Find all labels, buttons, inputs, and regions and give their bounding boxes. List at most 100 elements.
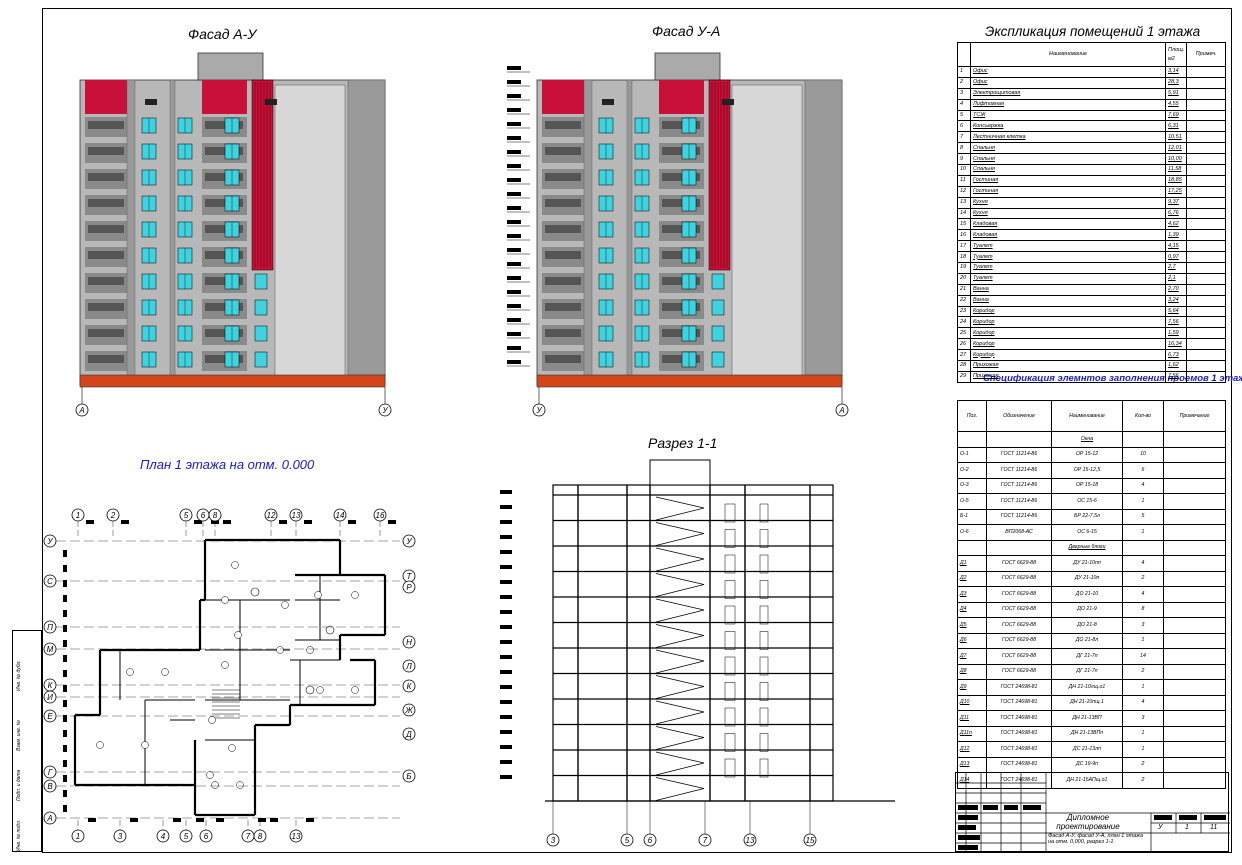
axis-label: 13 — [292, 511, 301, 520]
dim-tick — [63, 580, 67, 587]
spec-cell — [1163, 539, 1226, 556]
spec-note — [1163, 632, 1226, 649]
axis-label: Т — [407, 572, 413, 581]
spec-name: ДО 21-10 — [1051, 586, 1123, 603]
red-panel — [251, 79, 274, 271]
axis-label: 14 — [336, 511, 345, 520]
header-name: Наименование — [970, 42, 1166, 67]
room-note — [1186, 240, 1226, 253]
spec-name: ОР 15-12 — [1051, 446, 1123, 463]
spec-note — [1163, 586, 1226, 603]
axis-bubble — [402, 703, 416, 717]
row-number: 23 — [957, 305, 971, 318]
level-mark — [500, 505, 512, 509]
axis-label: В — [47, 782, 53, 791]
spec-name: ОР 15-12,5 — [1051, 462, 1123, 479]
room-name: Лифтовная — [970, 98, 1166, 111]
axis-label: 3 — [551, 836, 556, 845]
room-note — [1186, 349, 1226, 362]
door-opening — [724, 605, 736, 625]
axis-bubble — [156, 829, 170, 843]
axis-label: Б — [406, 772, 411, 781]
axis-bubble — [113, 829, 127, 843]
room-area: 2,1 — [1164, 272, 1188, 285]
room-name: Коридор — [970, 338, 1166, 351]
spec-code: ГОСТ 11214-86 — [986, 508, 1052, 525]
room-area: 12,01 — [1164, 142, 1188, 155]
level-mark — [507, 94, 521, 98]
spec-cell — [1122, 431, 1164, 448]
spec-note — [1163, 601, 1226, 618]
spec-note — [1163, 462, 1226, 479]
room-note — [1186, 272, 1226, 285]
axis-label: А — [78, 406, 84, 415]
door-opening — [759, 758, 769, 778]
row-number: 2 — [957, 76, 971, 89]
axis-bubble — [402, 727, 416, 741]
room-note — [1186, 66, 1226, 78]
dim-tick — [279, 520, 287, 524]
door-opening — [724, 529, 736, 548]
room-note — [1186, 327, 1226, 340]
axis-bubble — [743, 833, 757, 847]
axis-bubble — [546, 833, 560, 847]
axis-label: 2 — [110, 511, 116, 520]
stair-flight — [655, 624, 705, 648]
header-code: Обозначение — [986, 400, 1052, 432]
header-note: Примечание — [1163, 400, 1226, 432]
roof-accent — [659, 80, 704, 114]
spec-code: ГОСТ 24698-81 — [986, 710, 1052, 727]
spec-code: ГОСТ 11214-86 — [986, 493, 1052, 510]
balcony-rail — [545, 199, 581, 207]
row-number: 1 — [957, 66, 971, 78]
room-note — [1186, 229, 1226, 242]
row-number: 26 — [957, 338, 971, 351]
dim-tick — [63, 700, 67, 707]
axis-label: 13 — [292, 832, 301, 841]
axis-bubble — [402, 769, 416, 783]
roof-accent — [85, 80, 127, 114]
axis-label: Е — [47, 712, 53, 721]
level-mark — [500, 730, 512, 734]
room-name: Гостиная — [970, 174, 1166, 187]
spec-code: ГОСТ 6629-88 — [986, 601, 1052, 618]
door-opening — [759, 733, 769, 752]
dim-tick — [63, 595, 67, 602]
spec-note — [1163, 493, 1226, 510]
room-name: Электрощитовая — [970, 87, 1166, 100]
stair-flight — [655, 573, 705, 597]
room-area: 7,56 — [1164, 370, 1188, 383]
room-note — [1186, 131, 1226, 144]
balcony-rail — [662, 355, 700, 363]
pilaster — [583, 79, 593, 381]
axis-label: П — [47, 623, 53, 632]
dim-tick — [63, 640, 67, 647]
dim-tick — [63, 730, 67, 737]
balcony-rail — [662, 121, 700, 129]
balcony-rail — [205, 225, 243, 233]
row-number: 28 — [957, 360, 971, 372]
spec-qty: 2 — [1122, 756, 1164, 773]
row-number: 5 — [957, 109, 971, 122]
spec-name: ОС 15-6 — [1051, 493, 1123, 510]
axis-label: К — [48, 681, 54, 690]
room-marker — [306, 646, 314, 654]
dim-tick — [130, 818, 138, 822]
dim-tick — [63, 775, 67, 782]
axis-bubble — [643, 833, 657, 847]
spec-qty: 8 — [1122, 601, 1164, 618]
